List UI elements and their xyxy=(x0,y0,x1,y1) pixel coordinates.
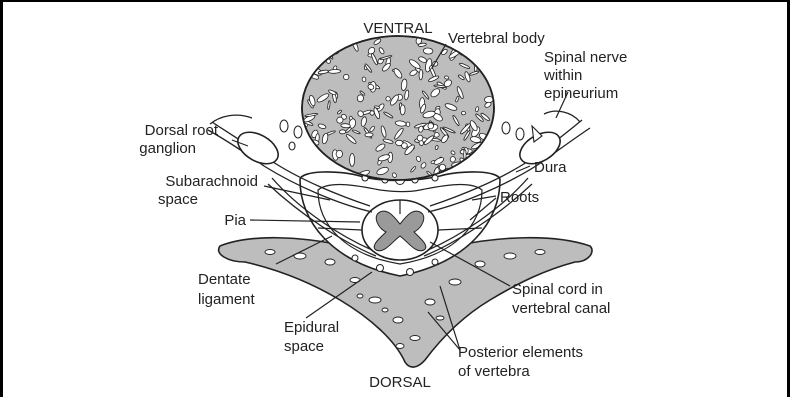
trabecula xyxy=(423,48,433,55)
label-posterior-elements-line2: of vertebra xyxy=(458,363,530,380)
label-dentate-ligament-line1: Dentate xyxy=(198,271,251,288)
label-subarachnoid-space-line1: Subarachnoid xyxy=(165,173,258,190)
trabecula xyxy=(461,111,465,115)
trabecula xyxy=(302,37,310,44)
trabecula xyxy=(370,111,374,115)
trabecula xyxy=(357,94,364,102)
trabecula xyxy=(339,130,345,134)
label-posterior-elements-line1: Posterior elements xyxy=(458,344,583,361)
label-dentate-ligament-line2: ligament xyxy=(198,291,256,308)
trabecula xyxy=(419,70,423,80)
trabecula xyxy=(328,69,341,73)
label-ventral: VENTRAL xyxy=(363,20,432,37)
label-dorsal-root-ganglion-line2: ganglion xyxy=(139,140,196,157)
trabecula xyxy=(305,57,317,69)
trabecula xyxy=(341,123,351,128)
trabecula xyxy=(309,48,312,53)
label-dura: Dura xyxy=(534,159,567,176)
trabecula xyxy=(479,154,492,167)
trabecula xyxy=(469,156,483,165)
label-spinal-nerve-line2: within xyxy=(543,67,582,84)
trabecula xyxy=(336,150,343,158)
label-dorsal: DORSAL xyxy=(369,374,431,391)
trabecula xyxy=(468,166,477,172)
label-subarachnoid-space-line2: space xyxy=(158,191,198,208)
trabecula xyxy=(302,162,309,169)
label-epidural-space-line2: space xyxy=(284,338,324,355)
label-spinal-cord-line1: Spinal cord in xyxy=(512,281,603,298)
trabecula xyxy=(304,66,313,76)
trabecula xyxy=(400,105,405,115)
trabecula xyxy=(362,77,367,82)
trabecula xyxy=(480,57,490,65)
label-spinal-nerve-line3: epineurium xyxy=(544,85,618,102)
label-roots: Roots xyxy=(500,189,539,206)
label-vertebral-body: Vertebral body xyxy=(448,30,545,47)
trabecula xyxy=(434,132,439,137)
label-epidural-space-line1: Epidural xyxy=(284,319,339,336)
label-spinal-nerve-line1: Spinal nerve xyxy=(544,49,627,66)
trabecula xyxy=(365,133,373,137)
trabecula xyxy=(467,54,476,58)
trabecula xyxy=(308,151,313,157)
trabecula xyxy=(309,57,314,61)
trabecula xyxy=(474,153,487,164)
trabecula xyxy=(308,36,321,43)
trabecula xyxy=(428,123,434,129)
label-pia: Pia xyxy=(224,212,246,229)
label-dorsal-root-ganglion-line1: Dorsal root xyxy=(145,122,219,139)
trabecula xyxy=(317,44,326,52)
trabecula xyxy=(406,122,410,127)
trabecula xyxy=(350,154,355,167)
label-spinal-cord-line2: vertebral canal xyxy=(512,300,610,317)
